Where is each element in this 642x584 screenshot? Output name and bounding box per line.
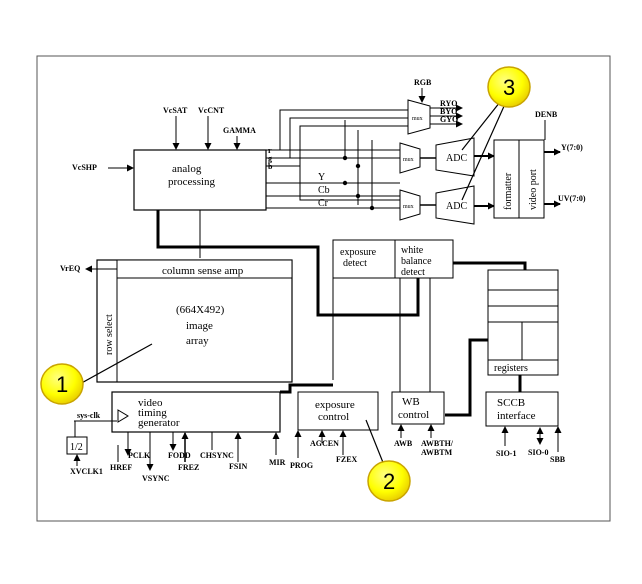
prog-label: PROG [290,461,313,470]
vsync-label: VSYNC [142,474,170,483]
processing-label: processing [168,176,216,188]
frez-label: FREZ [178,463,199,472]
registers-block: registers [487,269,559,376]
callout-1: 1 [40,343,153,405]
svg-text:exposure: exposure [315,399,355,411]
byo-label: BYO [440,107,457,116]
wb-detect-block: white balance detect [394,239,454,279]
svg-text:timing: timing [138,407,167,419]
cb-label: Cb [318,185,330,196]
gamma-label: GAMMA [223,126,256,135]
svg-text:video: video [138,397,163,409]
svg-text:1: 1 [56,372,68,397]
vccnt-label: VcCNT [198,106,225,115]
svg-text:2: 2 [383,469,395,494]
awbtm-label: AWBTM [421,448,453,457]
mir-label: MIR [269,458,286,467]
denb-label: DENB [535,110,558,119]
exposure-detect-block: exposure detect [332,239,396,279]
image-array-block: column sense amp row select (664X492) im… [96,259,293,383]
video-port-block: video port [518,139,545,219]
svg-text:control: control [318,411,349,423]
callout-3: 3 [461,66,531,201]
mux-mid: mux [399,142,421,174]
svg-text:registers: registers [494,363,528,374]
gyo-label: GYO [440,115,458,124]
clock-divider-block: 1/2 [66,436,88,455]
mux-bottom: mux [399,189,421,221]
array-label: array [186,335,209,347]
xvclk1-label: XVCLK1 [70,467,103,476]
svg-text:detect: detect [343,258,367,269]
chsync-label: CHSYNC [200,451,234,460]
diagram-frame [36,55,611,522]
column-amp-label: column sense amp [162,265,244,277]
fzex-label: FZEX [336,455,358,464]
svg-text:detect: detect [401,267,425,278]
cr-label: Cr [318,198,329,209]
analog-processing-block: analog processing [133,149,267,211]
rgb-label: RGB [414,78,432,87]
row-select-label: row select [104,314,115,355]
svg-text:mux: mux [403,157,414,163]
vcsat-label: VcSAT [163,106,188,115]
sysclk-label: sys-clk [77,411,101,420]
svg-text:WB: WB [402,396,420,408]
exposure-control-block: exposure control [297,391,379,431]
vreq-label: VrEQ [60,264,80,273]
svg-text:white: white [401,245,424,256]
svg-text:SCCB: SCCB [497,397,525,409]
callout-2: 2 [365,419,411,502]
fodd-label: FODD [168,451,191,460]
ryo-label: RYO [440,99,458,108]
href-label: HREF [110,463,132,472]
adc-bottom: ADC [435,185,475,225]
svg-text:generator: generator [138,417,180,429]
y-label: Y [318,172,325,183]
svg-text:ADC: ADC [446,153,467,164]
uv-out-label: UV(7:0) [558,194,586,203]
adc-top: ADC [435,137,475,177]
svg-text:exposure: exposure [340,247,377,258]
sbb-label: SBB [550,455,566,464]
svg-text:interface: interface [497,410,536,422]
svg-text:balance: balance [401,256,432,267]
image-label: image [186,320,213,332]
mux-top: mux [407,99,431,135]
awb-label: AWB [394,439,413,448]
svg-text:control: control [398,409,429,421]
pclk-label: PCLK [128,451,151,460]
svg-text:3: 3 [503,75,515,100]
resolution-label: (664X492) [176,304,225,316]
svg-text:mux: mux [403,204,414,210]
analog-label: analog [172,163,202,175]
sio0-label: SIO-0 [528,448,548,457]
sccb-interface-block: SCCB interface [485,391,559,427]
formatter-block: formatter [493,139,520,219]
sio1-label: SIO-1 [496,449,516,458]
svg-text:ADC: ADC [446,201,467,212]
video-timing-generator-block: video timing generator [111,391,281,433]
agcen-label: AGCEN [310,439,339,448]
svg-text:formatter: formatter [503,172,514,210]
svg-text:mux: mux [412,116,423,122]
fsin-label: FSIN [229,462,247,471]
vcshp-label: VcSHP [72,163,97,172]
svg-text:1/2: 1/2 [70,442,83,453]
wb-control-block: WB control [391,391,445,425]
awbth-label: AWBTH/ [421,439,454,448]
y-out-label: Y(7:0) [561,143,583,152]
svg-text:video port: video port [528,169,539,210]
